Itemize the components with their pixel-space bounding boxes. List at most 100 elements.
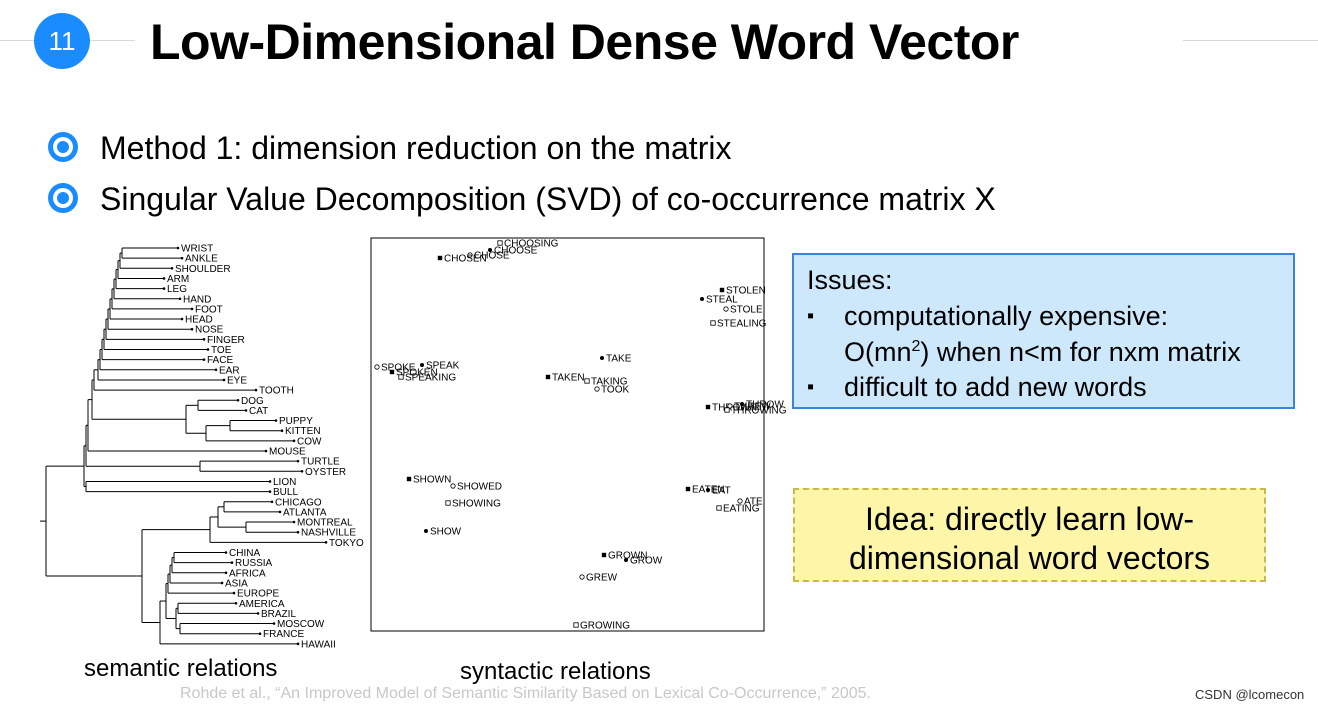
leaf-dot	[190, 307, 194, 311]
scatter-marker	[724, 407, 730, 413]
scatter-marker	[420, 363, 424, 367]
bullet-method: Method 1: dimension reduction on the mat…	[100, 130, 732, 166]
scatter-marker	[389, 369, 395, 375]
dendrogram-leaf-label: CAT	[249, 406, 268, 417]
watermark: CSDN @lcomecon	[1195, 687, 1305, 702]
scatter-point-label: STOLEN	[726, 286, 766, 297]
scatter-marker	[406, 476, 412, 482]
scatter-marker	[445, 500, 451, 506]
bullet-square-icon: ▪	[807, 305, 815, 327]
dendrogram-leaf-label: NOSE	[195, 325, 224, 336]
scatter-point-label: SPOKE	[381, 363, 416, 374]
scatter-marker	[710, 320, 716, 326]
leaf-dot	[296, 459, 300, 463]
dendrogram-leaf-label: KITTEN	[285, 426, 321, 437]
dendrogram-leaf-label: OYSTER	[305, 467, 346, 478]
leaf-dot	[280, 429, 284, 432]
leaf-dot	[180, 317, 184, 321]
dendrogram-leaf-label: SHOULDER	[175, 264, 231, 275]
scatter-frame	[370, 237, 765, 632]
leaf-dot	[214, 368, 218, 372]
dendrogram-leaf-label: AMERICA	[239, 599, 285, 610]
scatter-marker	[497, 240, 503, 246]
dendrogram-leaf-label: PUPPY	[279, 416, 313, 427]
dendrogram-leaf-label: MOSCOW	[277, 619, 325, 630]
leaf-dot	[176, 246, 180, 250]
scatter-point-label: TAKEN	[552, 373, 585, 384]
scatter-point-label: THROW	[746, 400, 784, 411]
dendrogram-leaf-label: BULL	[273, 487, 298, 498]
syntactic-scatter: CHOOSINGCHOOSECHOSECHOSENSTOLENSTEALSTOL…	[370, 237, 787, 632]
dendrogram-leaf-label: TOKYO	[329, 538, 364, 549]
scatter-point-label: GREW	[586, 573, 618, 584]
scatter-point-label: STOLE	[730, 305, 763, 316]
slide-number-badge: 11	[34, 13, 90, 69]
leaf-dot	[254, 388, 258, 392]
scatter-point-label: STEAL	[706, 295, 738, 306]
issues-title: Issues:	[807, 265, 893, 295]
scatter-marker	[398, 374, 404, 380]
scatter-marker	[723, 306, 729, 312]
scatter-point-label: SPEAKING	[405, 373, 456, 384]
dendrogram-leaf-label: FACE	[207, 355, 233, 366]
dendrogram-leaf-label: LION	[273, 477, 296, 488]
dendrogram-leaf-label: TOOTH	[259, 386, 294, 397]
scatter-point-label: ATE	[744, 497, 763, 508]
dendrogram-leaf-label: ATLANTA	[283, 507, 327, 518]
scatter-point-label: SHOWN	[413, 475, 451, 486]
dendrogram-leaf-label: COW	[297, 436, 322, 447]
scatter-point-label: THROWN	[712, 403, 757, 414]
leaf-dot	[224, 551, 228, 554]
leaf-dot	[224, 571, 228, 575]
leaf-dot	[180, 256, 184, 260]
issues-box: Issues: ▪computationally expensive: O(mn…	[792, 253, 1295, 409]
dendrogram-leaf-label: TOE	[211, 345, 232, 356]
dendrogram-leaf-label: FINGER	[207, 335, 245, 346]
bullet-icon	[48, 183, 78, 213]
scatter-point-label: EATING	[723, 504, 760, 515]
dendrogram-leaf-label: MONTREAL	[297, 518, 353, 529]
dendrogram-leaf-label: ANKLE	[185, 254, 218, 265]
caption-semantic: semantic relations	[84, 655, 278, 682]
dendrogram-leaf-label: RUSSIA	[235, 558, 273, 569]
leaf-dot	[300, 470, 304, 473]
leaf-dot	[162, 277, 166, 280]
scatter-point-label: CHOOSING	[504, 239, 559, 250]
scatter-marker	[584, 378, 590, 384]
scatter-marker	[600, 356, 604, 360]
dendrogram-leaf-label: BRAZIL	[261, 609, 296, 620]
scatter-point-label: SHOWED	[457, 482, 502, 493]
scatter-point-label: CHOSEN	[444, 254, 487, 265]
leaf-dot	[268, 480, 272, 483]
scatter-marker	[450, 483, 456, 489]
scatter-marker	[594, 386, 600, 392]
idea-box: Idea: directly learn low- dimensional wo…	[793, 488, 1266, 582]
scatter-marker	[685, 486, 691, 492]
leaf-dot	[202, 338, 206, 341]
leaf-dot	[222, 378, 226, 382]
leaf-dot	[324, 541, 328, 544]
leaf-dot	[232, 591, 236, 595]
leaf-dot	[292, 439, 296, 443]
scatter-point-label: SPEAK	[426, 361, 460, 372]
leaf-dot	[178, 297, 182, 301]
dendrogram-leaf-label: CHICAGO	[275, 497, 322, 508]
dendrogram-leaf-label: ASIA	[225, 578, 248, 589]
scatter-point-label: GROWN	[608, 551, 647, 562]
leaf-dot	[296, 642, 300, 646]
citation: Rohde et al., “An Improved Model of Sema…	[180, 685, 871, 702]
dendrogram-leaf-label: EUROPE	[237, 589, 280, 600]
scatter-point-label: THROWING	[731, 406, 787, 417]
leaf-dot	[296, 530, 300, 534]
leaf-dot	[206, 348, 210, 351]
scatter-marker	[467, 252, 473, 258]
scatter-marker	[700, 297, 704, 301]
scatter-marker	[740, 402, 744, 406]
leaf-dot	[292, 520, 296, 524]
dendrogram-leaf-label: NASHVILLE	[301, 528, 356, 539]
scatter-marker	[705, 404, 711, 410]
leaf-dot	[244, 409, 248, 412]
scatter-marker	[573, 622, 579, 628]
scatter-point-label: GROWING	[580, 621, 630, 632]
leaf-dot	[162, 287, 166, 290]
